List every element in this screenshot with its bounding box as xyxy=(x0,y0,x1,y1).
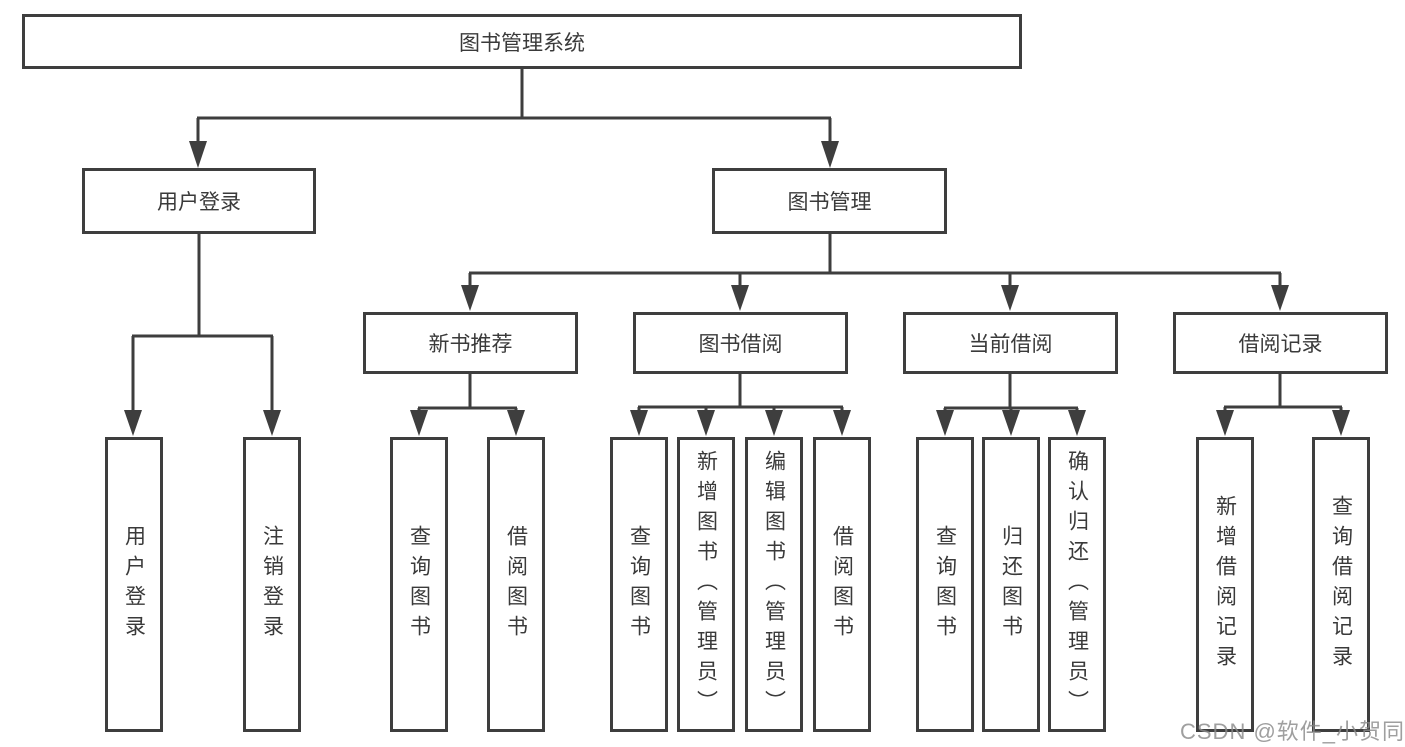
leaf-borrow-books-recommend: 借阅图书 xyxy=(487,437,545,732)
node-book-borrow: 图书借阅 xyxy=(633,312,848,374)
node-user-login-label: 用户登录 xyxy=(157,191,241,214)
leaf-edit-books-admin: 编辑图书（管理员） xyxy=(745,437,803,732)
csdn-watermark: CSDN @软件_小贺同学 xyxy=(1180,719,1405,744)
node-book-management-label: 图书管理 xyxy=(787,191,872,214)
leaf-return-books-label: 归还图书 xyxy=(999,524,1023,645)
node-new-book-recommend: 新书推荐 xyxy=(363,312,578,374)
node-user-login: 用户登录 xyxy=(82,168,316,234)
leaf-add-borrow-record-label: 新增借阅记录 xyxy=(1213,494,1237,675)
node-root-label: 图书管理系统 xyxy=(459,31,585,55)
node-current-borrow: 当前借阅 xyxy=(903,312,1118,374)
leaf-query-books-borrow-label: 查询图书 xyxy=(627,524,651,645)
node-root: 图书管理系统 xyxy=(22,14,1022,69)
leaf-confirm-return-admin-label: 确认归还（管理员） xyxy=(1065,449,1089,720)
leaf-query-books-recommend: 查询图书 xyxy=(390,437,448,732)
leaf-logout-label: 注销登录 xyxy=(260,524,284,645)
node-book-borrow-label: 图书借阅 xyxy=(698,333,783,356)
leaf-edit-books-admin-label: 编辑图书（管理员） xyxy=(762,449,786,720)
leaf-logout: 注销登录 xyxy=(243,437,301,732)
leaf-query-books-recommend-label: 查询图书 xyxy=(407,524,431,645)
leaf-confirm-return-admin: 确认归还（管理员） xyxy=(1048,437,1106,732)
node-book-management: 图书管理 xyxy=(712,168,947,234)
leaf-borrow-books-borrow: 借阅图书 xyxy=(813,437,871,732)
leaf-user-login: 用户登录 xyxy=(105,437,163,732)
leaf-query-books-current: 查询图书 xyxy=(916,437,974,732)
leaf-query-borrow-record: 查询借阅记录 xyxy=(1312,437,1370,732)
leaf-return-books: 归还图书 xyxy=(982,437,1040,732)
leaf-borrow-books-recommend-label: 借阅图书 xyxy=(504,524,528,645)
node-new-book-recommend-label: 新书推荐 xyxy=(428,333,513,356)
leaf-add-books-admin: 新增图书（管理员） xyxy=(677,437,735,732)
node-borrow-record-label: 借阅记录 xyxy=(1238,333,1323,356)
leaf-query-books-current-label: 查询图书 xyxy=(933,524,957,645)
leaf-query-borrow-record-label: 查询借阅记录 xyxy=(1329,494,1353,675)
leaf-query-books-borrow: 查询图书 xyxy=(610,437,668,732)
leaf-add-books-admin-label: 新增图书（管理员） xyxy=(694,449,718,720)
leaf-add-borrow-record: 新增借阅记录 xyxy=(1196,437,1254,732)
node-borrow-record: 借阅记录 xyxy=(1173,312,1388,374)
leaf-borrow-books-borrow-label: 借阅图书 xyxy=(830,524,854,645)
node-current-borrow-label: 当前借阅 xyxy=(968,333,1053,356)
leaf-user-login-label: 用户登录 xyxy=(122,524,146,645)
